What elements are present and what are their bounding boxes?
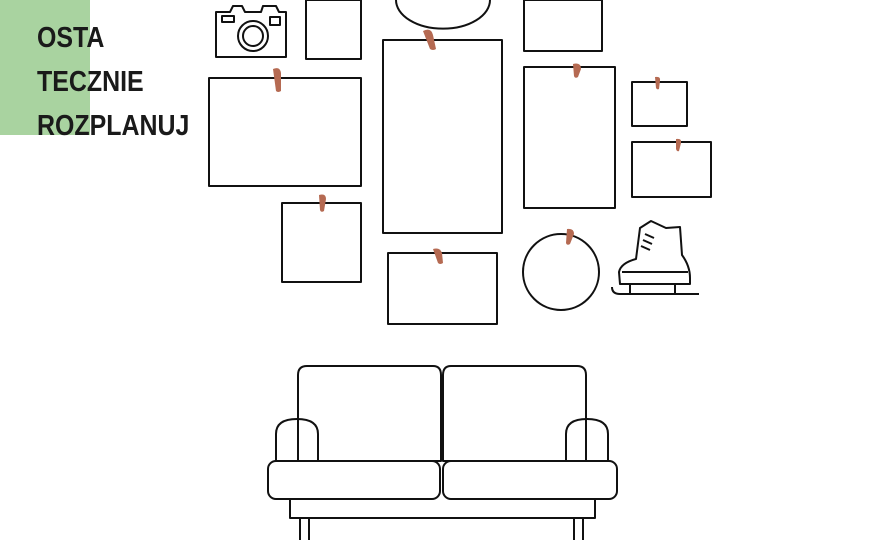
pin <box>319 194 326 212</box>
frame-small-square <box>631 81 688 127</box>
heading: OSTA TECZNIE ROZPLANUJ <box>37 16 189 148</box>
heading-line-1: OSTA <box>37 22 105 54</box>
frame-round <box>522 233 600 311</box>
frame-bottom-center <box>387 252 498 325</box>
frame-top-small <box>305 0 362 60</box>
pin <box>573 63 581 78</box>
pin <box>433 248 443 264</box>
camera-icon <box>215 5 287 58</box>
frame-left-square <box>281 202 362 283</box>
pins <box>273 29 682 264</box>
pin <box>676 138 682 152</box>
pin <box>566 228 574 245</box>
ice-skate-icon <box>611 220 699 295</box>
heading-line-3: ROZPLANUJ <box>37 110 190 142</box>
frame-top-right <box>523 0 603 52</box>
frame-top-round <box>395 0 491 30</box>
sofa-icon <box>267 365 618 540</box>
pin <box>423 29 436 50</box>
pin <box>655 76 661 90</box>
frame-center-tall <box>382 39 503 234</box>
green-accent-block <box>0 0 90 135</box>
heading-line-2: TECZNIE <box>37 66 144 98</box>
frame-left-landscape <box>208 77 362 187</box>
frame-right-portrait <box>523 66 616 209</box>
frame-small-landscape <box>631 141 712 198</box>
pin <box>273 68 281 92</box>
